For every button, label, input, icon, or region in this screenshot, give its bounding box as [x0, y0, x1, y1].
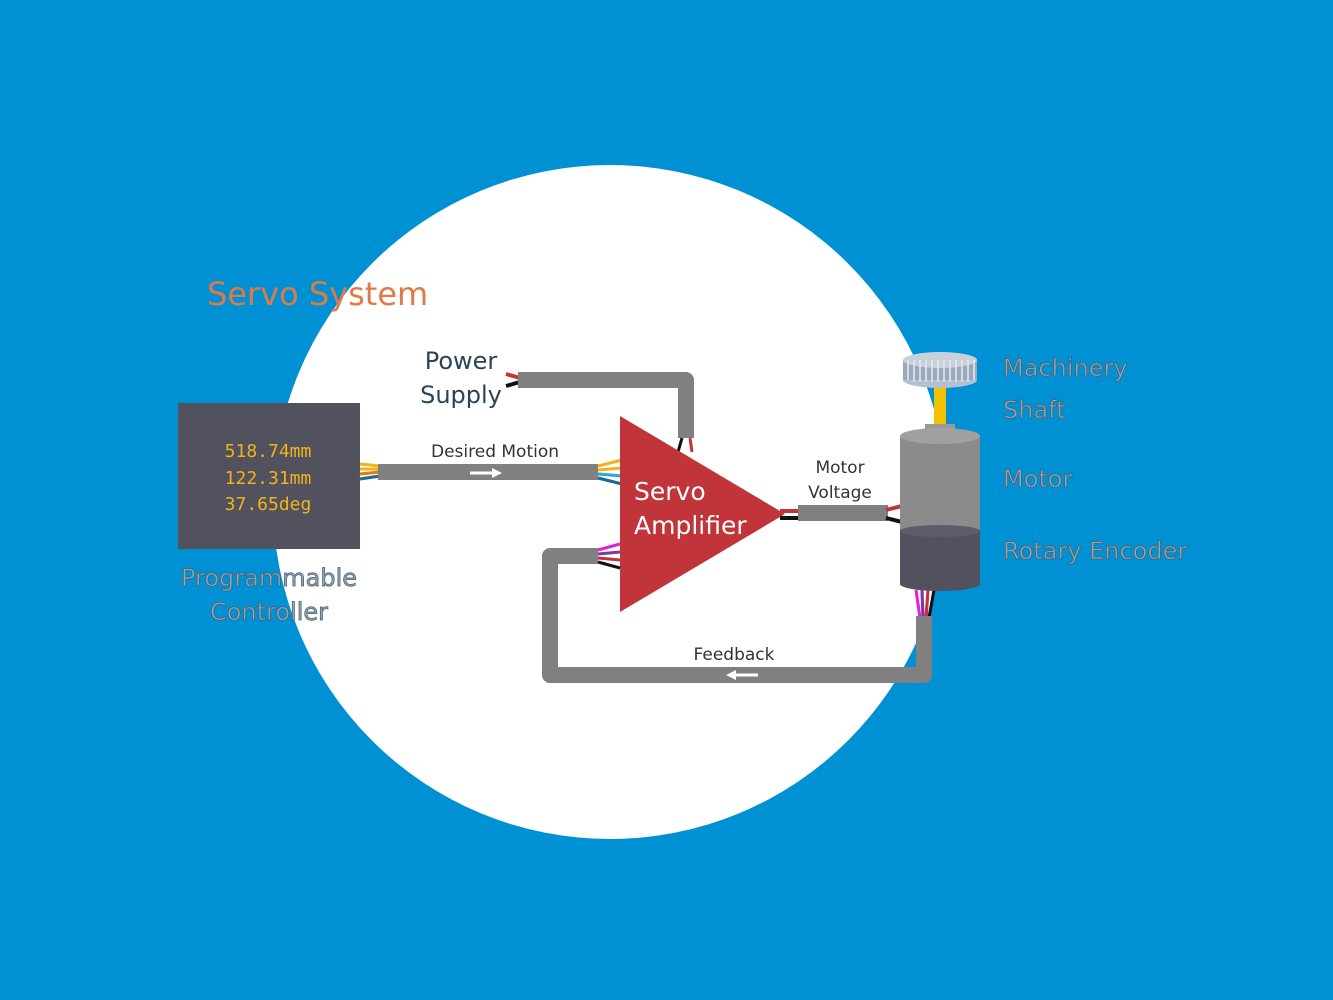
- rotary-encoder-label: Rotary Encoder: [1003, 537, 1187, 565]
- display-line-3: 37.65deg: [225, 494, 312, 515]
- controller-label-1: Programmable: [181, 564, 357, 592]
- programmable-controller: 518.74mm 122.31mm 37.65deg: [178, 403, 360, 549]
- motor-voltage-label-2: Voltage: [808, 483, 872, 503]
- machinery-label: Machinery: [1003, 354, 1128, 382]
- desired-motion-cable: [359, 458, 623, 486]
- controller-label-2: Controller: [210, 598, 328, 626]
- motor-voltage-cable: [780, 504, 903, 524]
- motor-body: [900, 436, 980, 534]
- rotary-encoder: [900, 530, 980, 584]
- motor-voltage-label-1: Motor: [815, 458, 864, 478]
- power-supply-cable: [505, 372, 694, 453]
- feedback-label: Feedback: [694, 645, 775, 665]
- display-line-2: 122.31mm: [225, 468, 312, 489]
- amplifier-label-1: Servo: [634, 477, 706, 506]
- amplifier-label-2: Amplifier: [634, 511, 747, 540]
- motor-label: Motor: [1003, 465, 1072, 493]
- power-supply-label-1: Power: [425, 347, 498, 375]
- display-line-1: 518.74mm: [225, 441, 312, 462]
- diagram-title: Servo System: [207, 275, 428, 313]
- power-supply-label-2: Supply: [420, 381, 502, 409]
- desired-motion-label: Desired Motion: [431, 442, 559, 462]
- shaft: [934, 378, 946, 426]
- motor-assembly: [900, 352, 980, 591]
- feedback-cable: [542, 542, 936, 683]
- shaft-label: Shaft: [1003, 396, 1066, 424]
- servo-amplifier: Servo Amplifier: [620, 416, 785, 612]
